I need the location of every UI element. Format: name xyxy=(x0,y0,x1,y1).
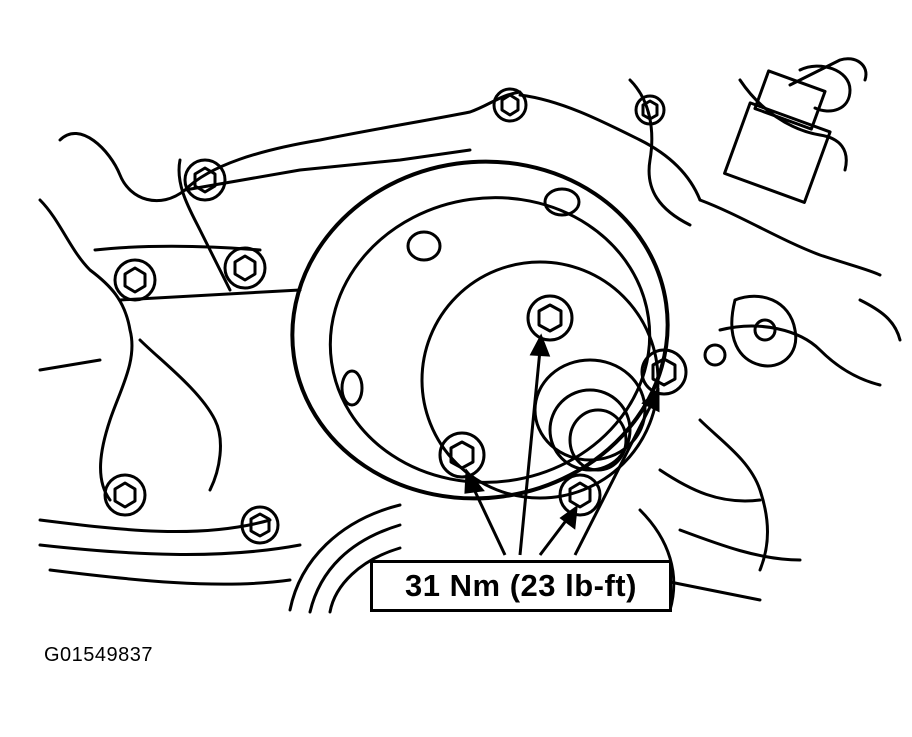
hex-bolt-icon xyxy=(103,473,147,517)
lower-belt-pulley xyxy=(288,503,676,614)
torque-callout-box: 31 Nm (23 lb-ft) xyxy=(370,560,672,612)
arrowhead-icon xyxy=(641,387,660,413)
arrowhead-icon xyxy=(529,333,551,357)
hex-bolt-icon xyxy=(640,348,688,396)
hex-bolt-icon xyxy=(703,343,727,367)
pulley-hole xyxy=(340,369,364,407)
hex-bolt-icon xyxy=(634,94,666,126)
hex-bolt-icon xyxy=(223,246,267,290)
housing-bolts xyxy=(103,87,727,545)
arrowhead-icon xyxy=(559,504,578,530)
hex-bolt-icon xyxy=(492,87,528,123)
torque-callout-label: 31 Nm (23 lb-ft) xyxy=(405,568,637,603)
engine-cover-outline xyxy=(38,57,902,602)
hex-bolt-icon xyxy=(558,473,602,517)
mount-boss xyxy=(730,294,798,368)
pulley-bolts xyxy=(438,294,688,517)
hex-bolt-icon xyxy=(240,505,280,545)
callout-arrows xyxy=(464,333,660,556)
figure-id: G01549837 xyxy=(44,644,154,666)
water-pump-pulley xyxy=(290,159,670,501)
hex-bolt-icon xyxy=(183,158,227,202)
arrowhead-icon xyxy=(464,468,485,494)
pulley-hole xyxy=(406,230,442,262)
hex-bolt-icon xyxy=(438,431,486,479)
hex-bolt-icon xyxy=(526,294,574,342)
hex-bolt-icon xyxy=(113,258,157,302)
sensor-bracket xyxy=(723,64,852,204)
pulley-hole xyxy=(543,187,581,217)
